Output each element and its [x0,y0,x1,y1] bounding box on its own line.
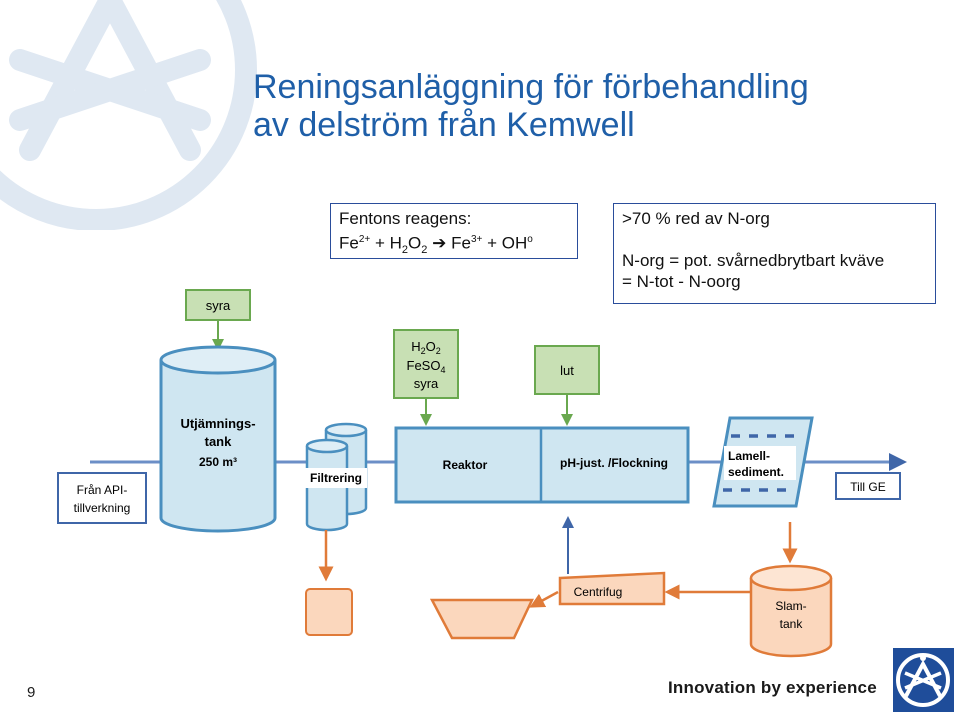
slam-label-2: tank [780,617,804,631]
ph-just-label: pH-just. /Flockning [560,456,668,470]
filtration-unit: Filtrering [305,422,368,532]
reaktor-label: Reaktor [443,458,488,472]
fenton-reagent-box: Fentons reagens: Fe2+ + H2O2 ➔ Fe3+ + OH… [330,203,578,259]
filtrering-label: Filtrering [310,471,362,485]
fran-label-1: Från API- [77,483,128,497]
sludge-container [429,598,534,640]
tank-label-1: Utjämnings- [180,416,255,431]
footer-tagline: Innovation by experience [668,678,877,697]
n-org-formula: = N-tot - N-oorg [622,272,741,291]
slam-tank: Slam- tank [749,564,833,658]
plus-h-text: + H [370,233,402,253]
title-line-1: Reningsanläggning för förbehandling [253,68,809,106]
lamella-sedimentation: Lamell- sediment. [712,416,814,508]
equalization-tank: Utjämnings- tank 250 m³ [159,345,277,533]
title-line-2: av delström från Kemwell [253,106,635,144]
fran-api-box: Från API- tillverkning [57,472,147,524]
ah-logo-icon [893,648,954,712]
syra-box: syra [185,289,251,321]
fe2-charge: 2+ [358,234,371,245]
plus-oh-text: + OH [482,233,528,253]
syra2-label: syra [414,376,439,391]
reactor-tank: Reaktor pH-just. /Flockning [394,426,690,504]
till-ge-label: Till GE [850,480,886,494]
h2o2-label: H2O2 [411,339,441,356]
lut-box: lut [534,345,600,395]
feso4-label: FeSO4 [407,358,446,375]
syra-label: syra [206,298,231,313]
till-ge-box: Till GE [835,472,901,500]
lamell-label-1: Lamell- [728,449,770,463]
centrifug-label: Centrifug [574,585,623,599]
fe3-text: Fe [446,233,471,253]
oh-radical: o [527,234,533,245]
fe-text: Fe [339,233,359,253]
slam-label-1: Slam- [775,599,806,613]
lamell-label-2: sediment. [728,465,784,479]
page-number: 9 [27,684,36,701]
reaction-arrow-icon: ➔ [432,233,447,253]
page-title: Reningsanläggning för förbehandling av d… [253,68,933,144]
n-org-reduction: >70 % red av N-org [622,209,770,228]
centrifuge: Centrifug [558,571,666,606]
fenton-equation: Fe2+ + H2O2 ➔ Fe3+ + OHo [339,229,569,261]
centrifuge-to-container-arrow [529,590,559,608]
fran-label-2: tillverkning [74,501,131,515]
fe3-charge: 3+ [470,234,483,245]
filter-reject-container [305,588,353,636]
fenton-label: Fentons reagens: [339,209,472,228]
n-org-definition: N-org = pot. svårnedbrytbart kväve [622,251,885,270]
watermark-logo-icon [0,0,257,230]
o-subscript: 2 [421,244,428,257]
h-subscript: 2 [401,244,409,257]
o-text: O [408,233,422,253]
tank-label-2: tank [205,434,233,449]
lut-label: lut [560,363,574,378]
tank-volume: 250 m³ [199,455,237,469]
n-org-box: >70 % red av N-org N-org = pot. svårnedb… [613,203,936,304]
h2o2-feso4-box: H2O2 FeSO4 syra [393,329,459,399]
